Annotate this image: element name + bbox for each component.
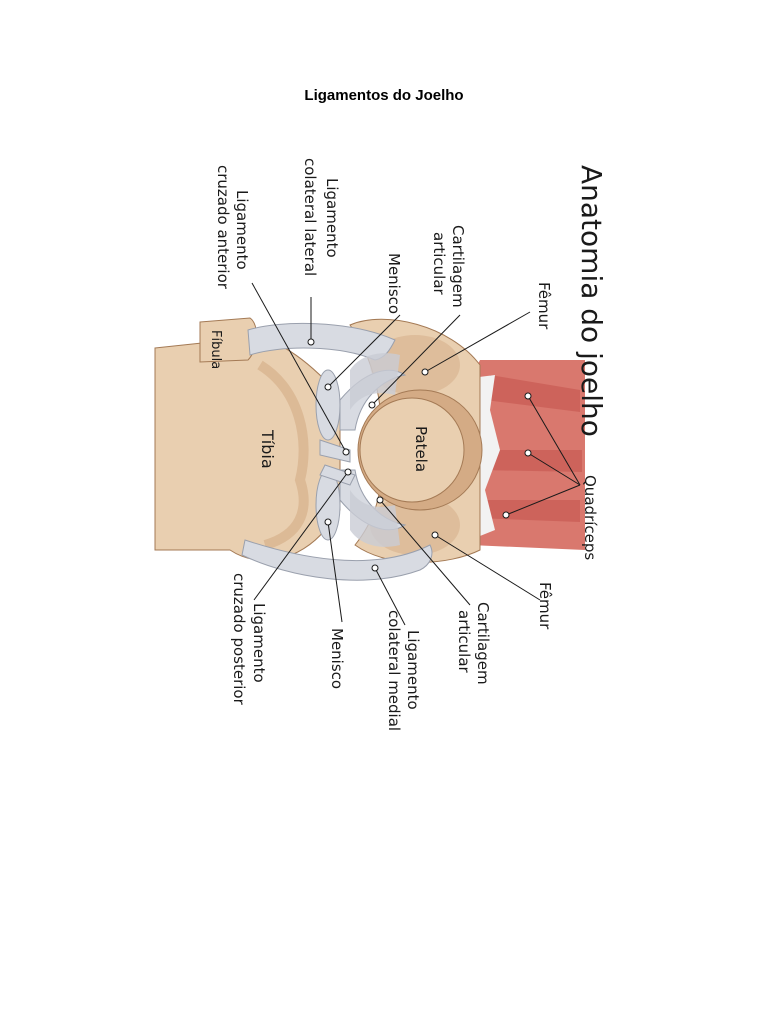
label-fibula: Fíbula [208,330,223,369]
label-cartilage-bottom-line1: Cartilagem [474,602,492,685]
label-mcl-line1: Ligamento [404,630,422,710]
leader-lines [251,282,581,626]
label-cartilage-top-line1: Cartilagem [449,225,467,308]
label-lcl-line2: colateral lateral [301,158,319,276]
label-pcl-line2: cruzado posterior [230,573,248,706]
label-tibia: Tíbia [258,429,277,469]
label-patella: Patela [412,426,430,472]
document-title: Ligamentos do Joelho [304,87,464,104]
diagram-title: Anatomia do joelho [575,165,608,437]
label-meniscus-bottom: Menisco [328,628,346,689]
label-acl-line2: cruzado anterior [214,165,232,290]
label-cartilage-top-line2: articular [430,232,448,296]
knee-anatomy-diagram: Anatomia do joelho Fêmur Cartilagem arti… [150,150,620,750]
articular-cartilage [350,353,400,547]
label-cartilage-bottom-line2: articular [455,610,473,674]
label-acl-line1: Ligamento [233,190,251,270]
knee-anatomy-svg: Anatomia do joelho Fêmur Cartilagem arti… [154,158,608,731]
tibia-bone [154,335,341,561]
label-pcl-line1: Ligamento [250,603,268,683]
lateral-collateral-ligament [247,322,396,361]
label-mcl-line2: colateral medial [385,610,403,731]
label-femur-top: Fêmur [535,282,553,330]
label-lcl-line1: Ligamento [323,178,341,258]
label-meniscus-top: Menisco [385,253,403,314]
patella-bone [357,389,483,511]
leader-dots [307,338,532,572]
label-femur-bottom: Fêmur [536,582,554,630]
label-quadriceps: Quadríceps [581,475,599,560]
